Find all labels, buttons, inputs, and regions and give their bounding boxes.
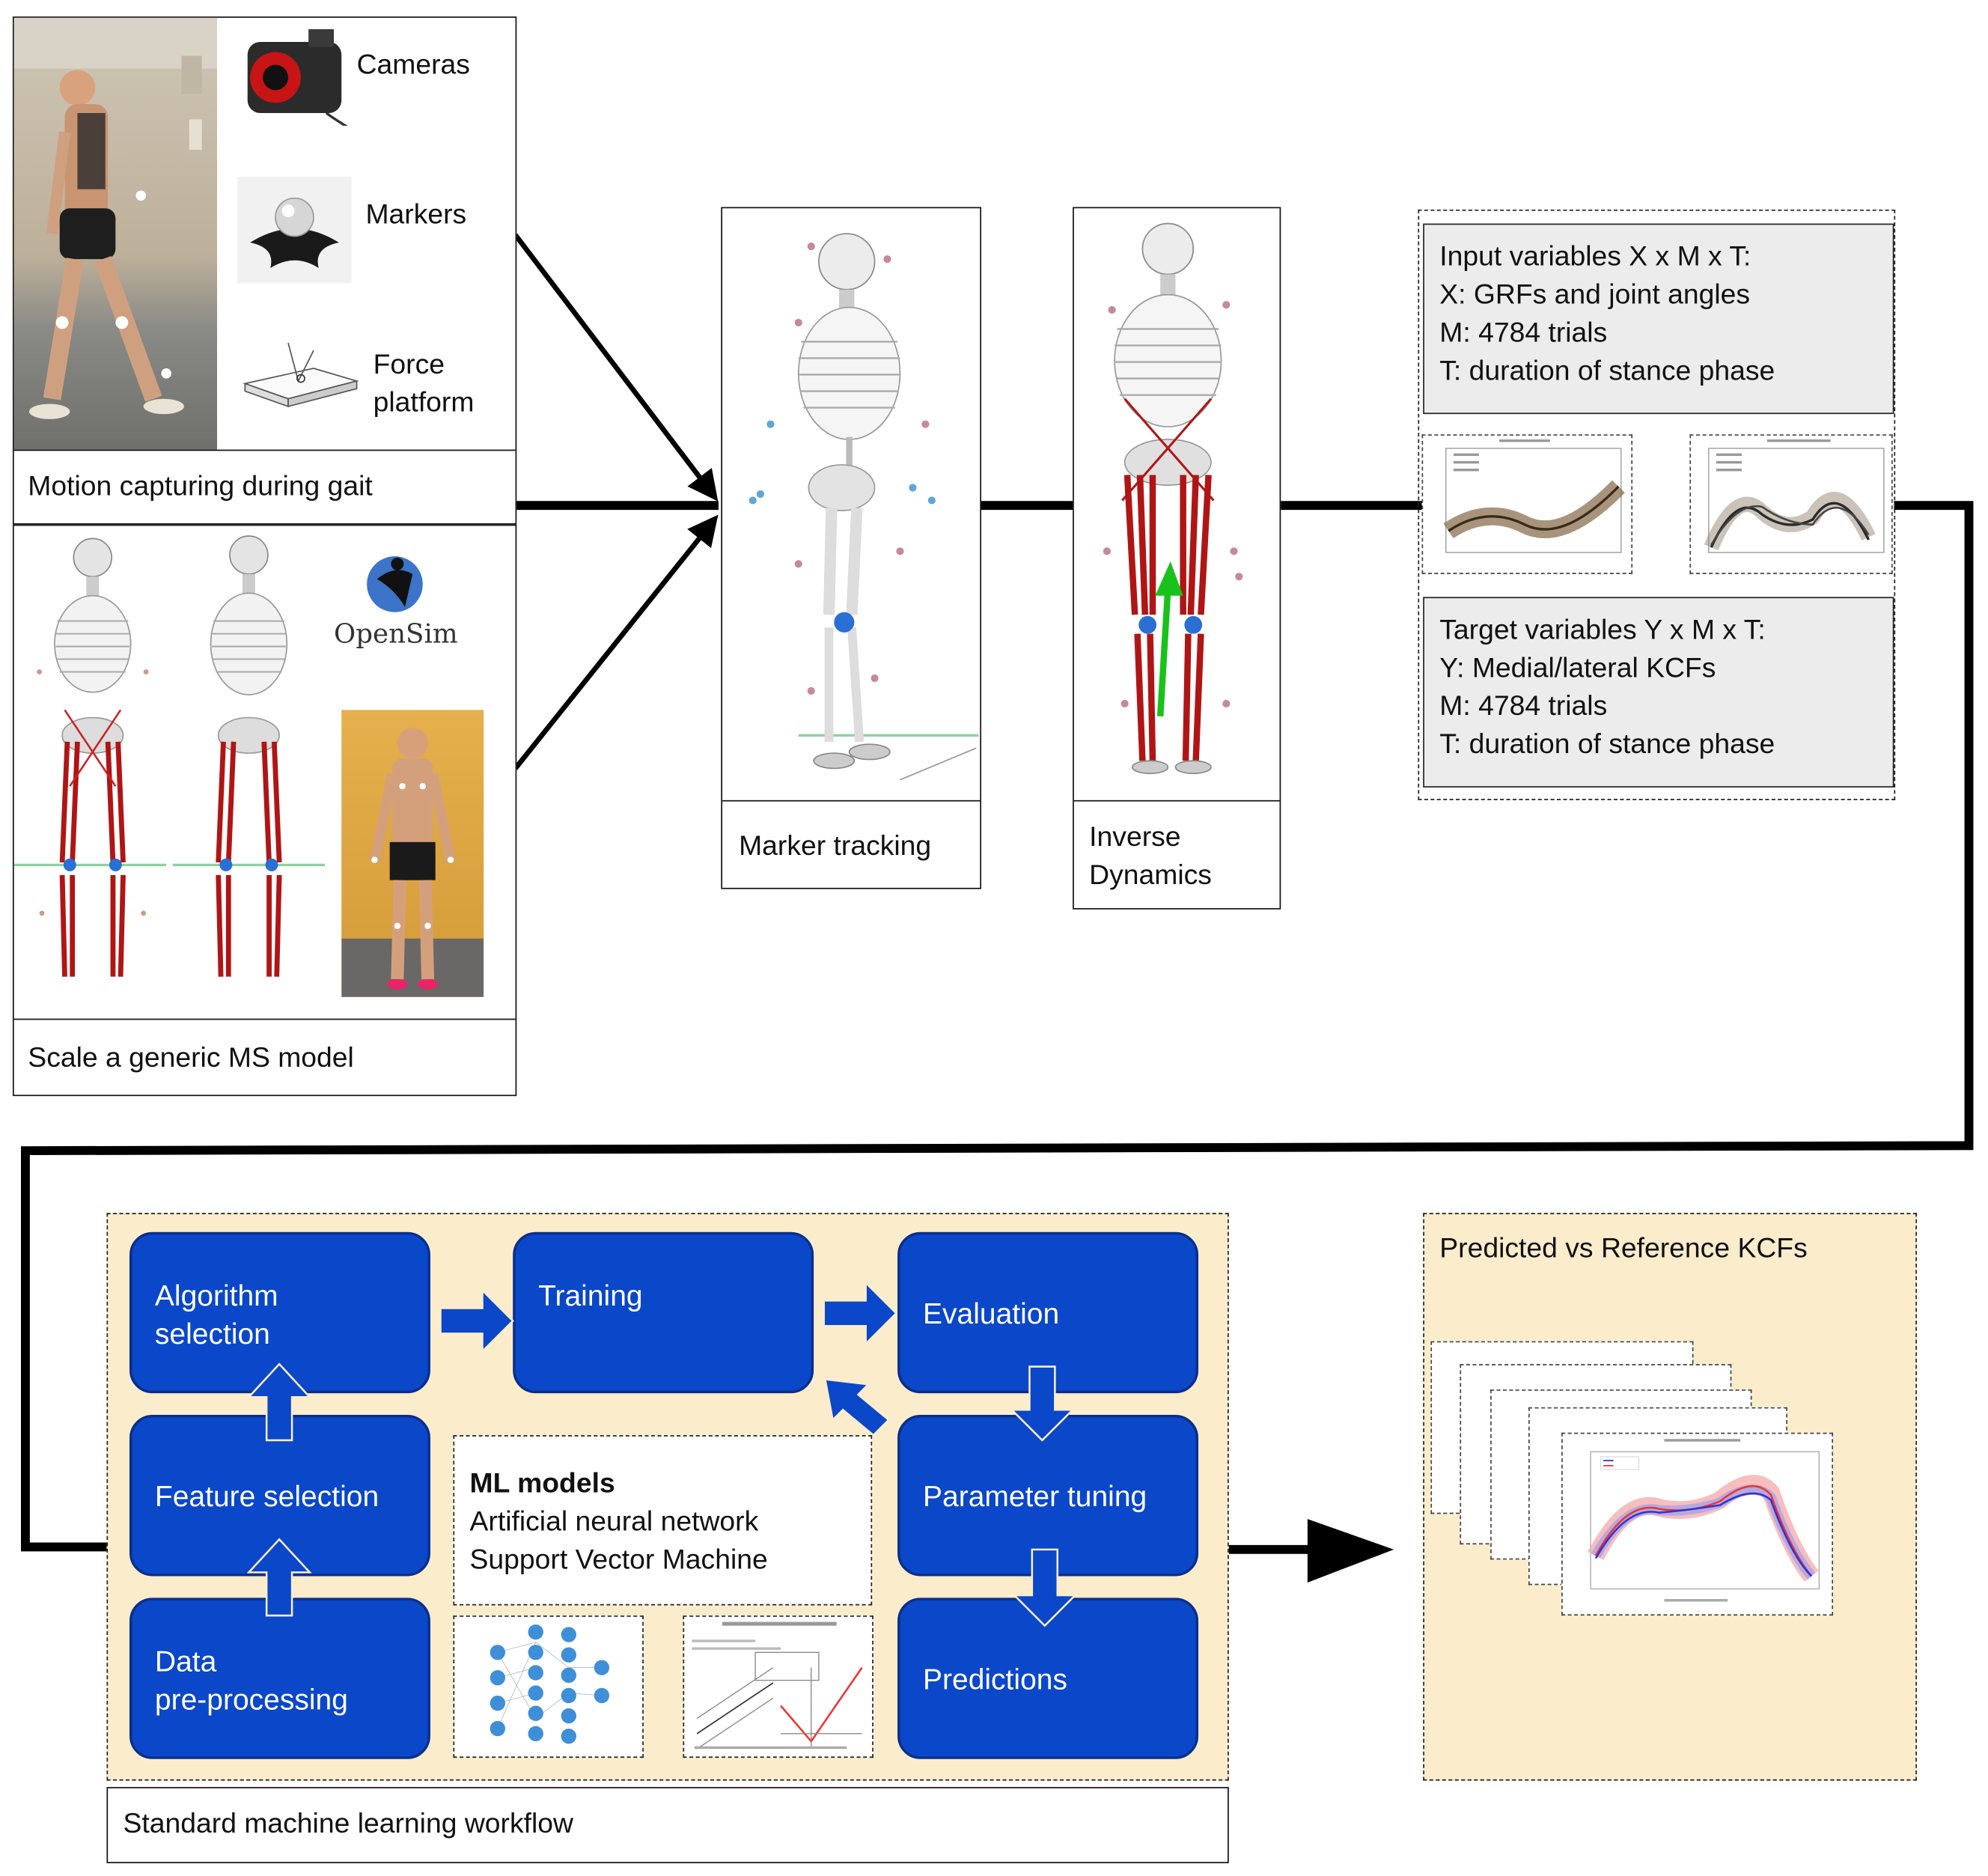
input-variables-line-2: X: GRFs and joint angles	[1439, 278, 1751, 310]
predictions-label: Predictions	[922, 1662, 1067, 1696]
algorithm-selection-line1: Algorithm	[154, 1279, 278, 1312]
cameras-label: Cameras	[356, 48, 470, 80]
standing-subject-figure	[341, 728, 484, 997]
scale-model-panel: OpenSim Scale a generic MS model	[12, 524, 517, 1097]
scaled-skeleton-front	[13, 537, 167, 977]
input-variables-line-4: T: duration of stance phase	[1439, 354, 1775, 386]
ml-models-svm: Support Vector Machine	[469, 1543, 768, 1575]
marker-icon	[237, 176, 352, 284]
tracking-skeleton	[748, 233, 979, 781]
scale-caption: Scale a generic MS model	[28, 1041, 354, 1073]
target-variables-line-2: Y: Medial/lateral KCFs	[1439, 651, 1716, 683]
target-variables-line-3: M: 4784 trials	[1439, 689, 1608, 722]
parameter-tuning-label: Parameter tuning	[922, 1478, 1147, 1512]
evaluation-box: Evaluation	[897, 1231, 1199, 1394]
target-variables-line-4: T: duration of stance phase	[1439, 728, 1775, 760]
motion-capture-panel: Cameras Markers Force platform Motion ca…	[12, 16, 517, 525]
arrow-workflow-to-results-head	[1307, 1519, 1394, 1583]
results-plot-main-curves	[1588, 1439, 1820, 1602]
input-mini-plot-2	[1689, 434, 1893, 574]
arrow-scale-to-tracking	[513, 514, 719, 770]
arrow-capture-to-tracking	[513, 233, 719, 502]
id-caption-divider	[1073, 800, 1280, 802]
camera-icon	[247, 29, 348, 126]
input-mini-plot-1-curve	[1443, 439, 1625, 553]
predictions-box: Predictions	[897, 1598, 1199, 1759]
ml-models-title: ML models	[469, 1467, 615, 1499]
variables-panel	[1418, 209, 1896, 800]
input-variables-box: Input variables X x M x T: X: GRFs and j…	[1423, 223, 1894, 415]
id-caption-line2: Dynamics	[1089, 858, 1212, 891]
opensim-logo-icon	[367, 556, 423, 612]
results-plot-main	[1561, 1432, 1834, 1616]
standing-subject-photo	[341, 710, 484, 997]
scale-caption-divider	[13, 1018, 516, 1020]
feature-selection-box: Feature selection	[129, 1415, 430, 1577]
neural-network-diagram	[490, 1624, 610, 1744]
capture-caption: Motion capturing during gait	[28, 469, 373, 502]
input-variables-line-3: M: 4784 trials	[1439, 316, 1608, 348]
data-preprocessing-line1: Data	[154, 1645, 217, 1678]
input-mini-plot-1	[1421, 434, 1633, 574]
opensim-wordmark: OpenSim	[334, 618, 458, 649]
training-box: Training	[513, 1231, 814, 1394]
neural-network-thumbnail	[453, 1615, 644, 1758]
ml-models-ann: Artificial neural network	[469, 1505, 759, 1537]
evaluation-label: Evaluation	[922, 1296, 1060, 1330]
data-preprocessing-line2: pre-processing	[154, 1682, 348, 1717]
loop-return-line	[20, 501, 1974, 1552]
scaled-skeleton-back	[172, 535, 326, 977]
data-preprocessing-box: Data pre-processing	[129, 1598, 430, 1759]
input-variables-line-1: Input variables X x M x T:	[1439, 240, 1751, 272]
marker-tracking-panel: Marker tracking	[721, 207, 982, 889]
capture-caption-divider	[13, 449, 516, 451]
ml-workflow-caption: Standard machine learning workflow	[123, 1807, 573, 1839]
force-label-line2: platform	[373, 386, 475, 418]
algorithm-selection-box: Algorithm selection	[129, 1231, 430, 1394]
markers-label: Markers	[365, 198, 467, 231]
tracking-caption-divider	[722, 800, 981, 802]
ml-models-box: ML models Artificial neural network Supp…	[453, 1435, 873, 1606]
walking-subject-photo	[13, 17, 218, 450]
inverse-dynamics-panel: Inverse Dynamics	[1073, 207, 1281, 910]
training-label: Training	[538, 1279, 643, 1312]
force-platform-icon	[243, 342, 359, 408]
input-mini-plot-2-curve	[1704, 439, 1885, 553]
results-title: Predicted vs Reference KCFs	[1439, 1231, 1808, 1264]
parameter-tuning-box: Parameter tuning	[897, 1415, 1199, 1577]
target-variables-line-1: Target variables Y x M x T:	[1439, 613, 1766, 645]
algorithm-selection-line2: selection	[154, 1317, 270, 1350]
id-skeleton	[1103, 222, 1243, 775]
svr-thumbnail	[683, 1615, 873, 1758]
marker-tracking-caption: Marker tracking	[739, 829, 932, 862]
ml-workflow-caption-box: Standard machine learning workflow	[106, 1787, 1229, 1863]
id-caption-line1: Inverse	[1089, 820, 1181, 853]
target-variables-box: Target variables Y x M x T: Y: Medial/la…	[1423, 597, 1894, 788]
svr-diagram	[692, 1621, 863, 1749]
feature-selection-label: Feature selection	[154, 1478, 379, 1512]
force-label-line1: Force	[373, 347, 445, 380]
walking-subject-figure	[13, 17, 218, 419]
